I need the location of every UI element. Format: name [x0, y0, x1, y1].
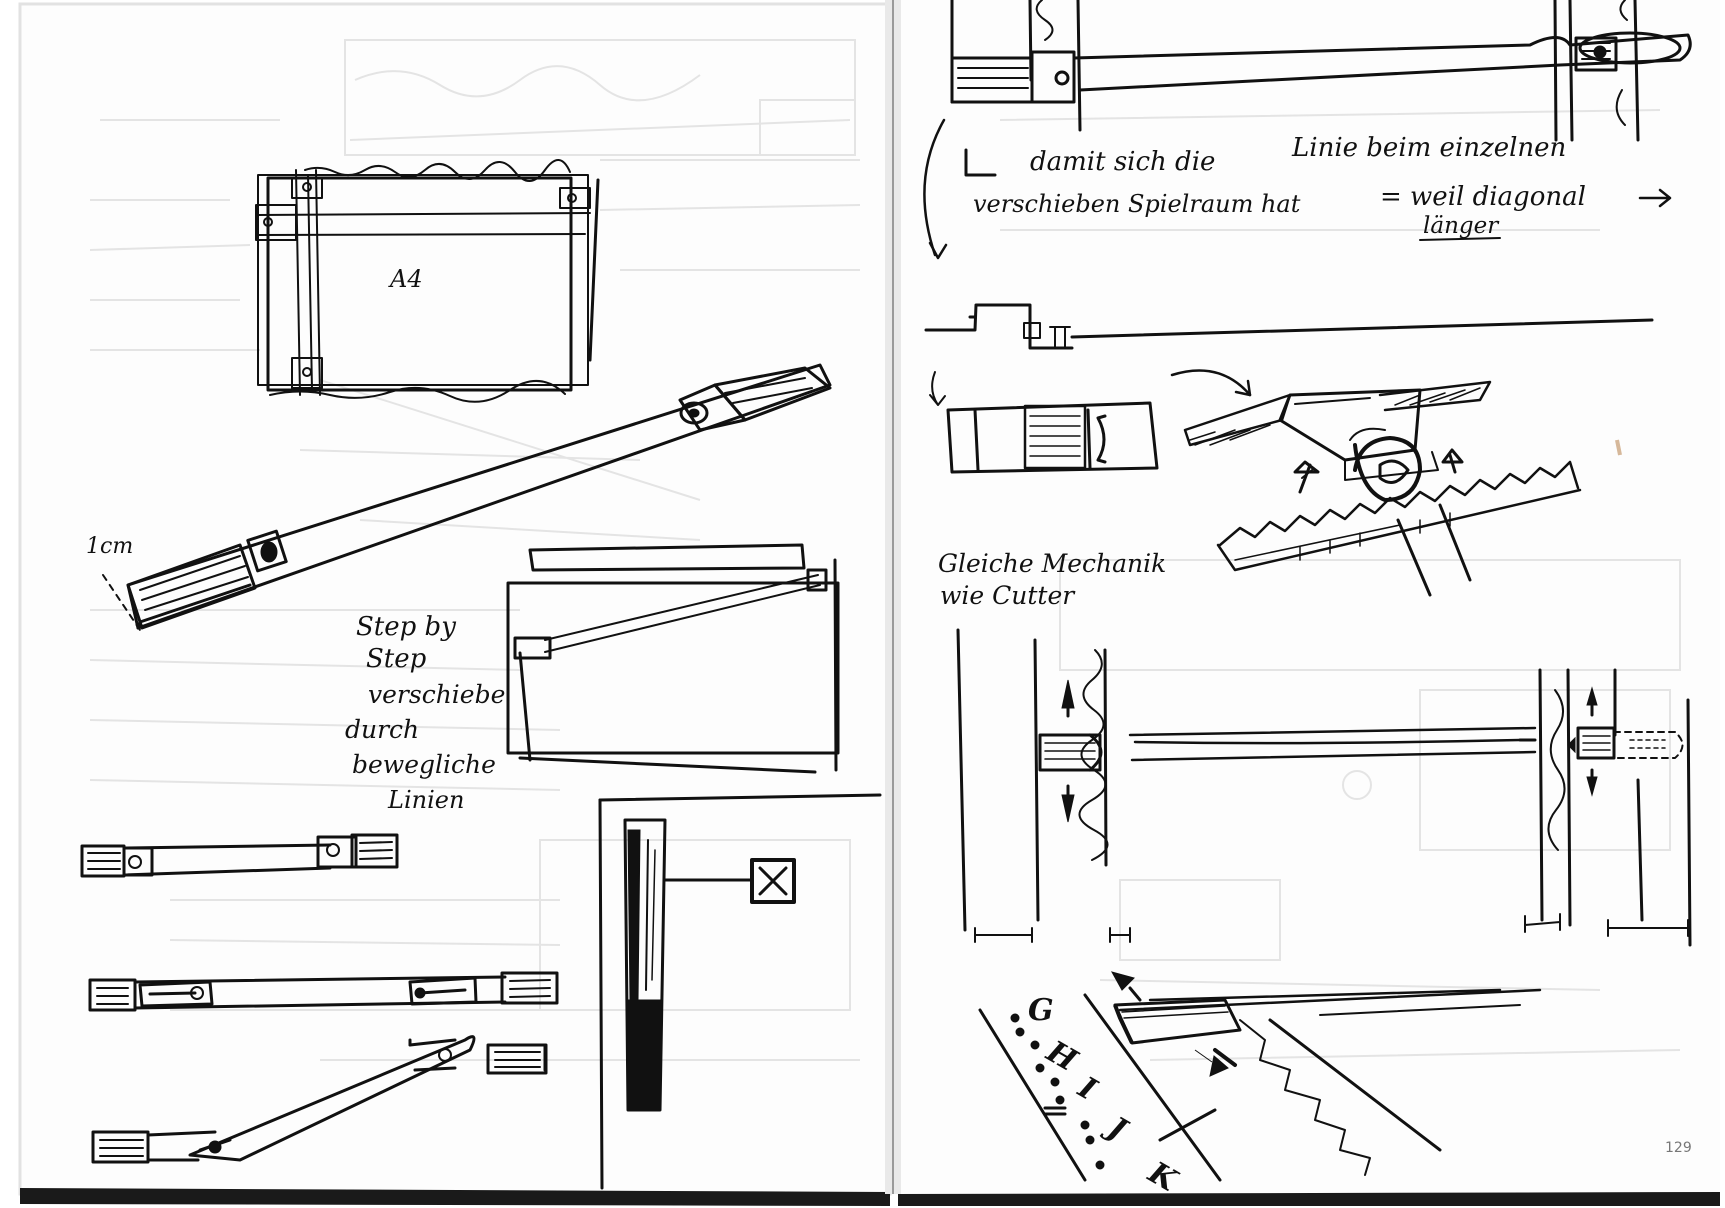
underline: [1419, 237, 1501, 241]
right-page-edge: [898, 1192, 1720, 1206]
show-through-marks: [89, 39, 1681, 1061]
note-damit-line-1: damit sich die: [1030, 147, 1215, 177]
arrow-right-icon: [1638, 188, 1672, 208]
note-damit-line-5: länger: [1423, 213, 1500, 239]
step-line-1: Step by: [356, 612, 456, 642]
note-damit-line-3: verschieben Spielraum hat: [973, 190, 1301, 218]
rail-system-sketch: [956, 628, 1692, 947]
vertical-bar-sketch: [598, 793, 882, 1190]
left-page-edge: [20, 1188, 890, 1206]
angled-ruler-sketch: [91, 1035, 548, 1164]
slotted-ruler-sketch: [88, 971, 559, 1012]
note-gleiche-line-2: wie Cutter: [940, 581, 1076, 610]
step-line-3: verschiebe: [368, 680, 505, 709]
note-damit-line-4: = weil diagonal: [1380, 182, 1586, 212]
slider-top-view-sketch: [946, 401, 1159, 474]
top-ruler-sketch: [950, 0, 1692, 142]
step-line-5: bewegliche: [352, 750, 496, 779]
a4-label: A4: [388, 265, 423, 293]
diagonal-ruler-sketch: [102, 363, 832, 631]
step-line-4: durch: [345, 715, 419, 744]
note-damit-line-2: Linie beim einzelnen: [1291, 133, 1566, 163]
arrow-head: [928, 241, 948, 260]
indent-arrow-icon: [964, 148, 997, 177]
a4-frame-sketch: [255, 159, 600, 403]
sheet-with-moveable-line: [506, 543, 840, 774]
rail-profile-sketch: [924, 303, 1654, 406]
paper-stain: [1615, 439, 1622, 456]
left-page: [18, 2, 892, 1196]
letter-g: G: [1028, 993, 1054, 1028]
short-ruler-sketch: [80, 833, 399, 878]
page-number: 129: [1665, 1140, 1692, 1156]
step-line-2: Step: [366, 644, 427, 674]
cutter-mechanism-sketch: [1170, 369, 1582, 597]
note-gleiche-line-1: Gleiche Mechanik: [938, 549, 1166, 578]
one-cm-label: 1cm: [86, 534, 133, 559]
step-line-6: Linien: [387, 786, 464, 814]
curved-arrow-down: [923, 118, 946, 257]
letter-slider-sketch: [978, 971, 1542, 1182]
